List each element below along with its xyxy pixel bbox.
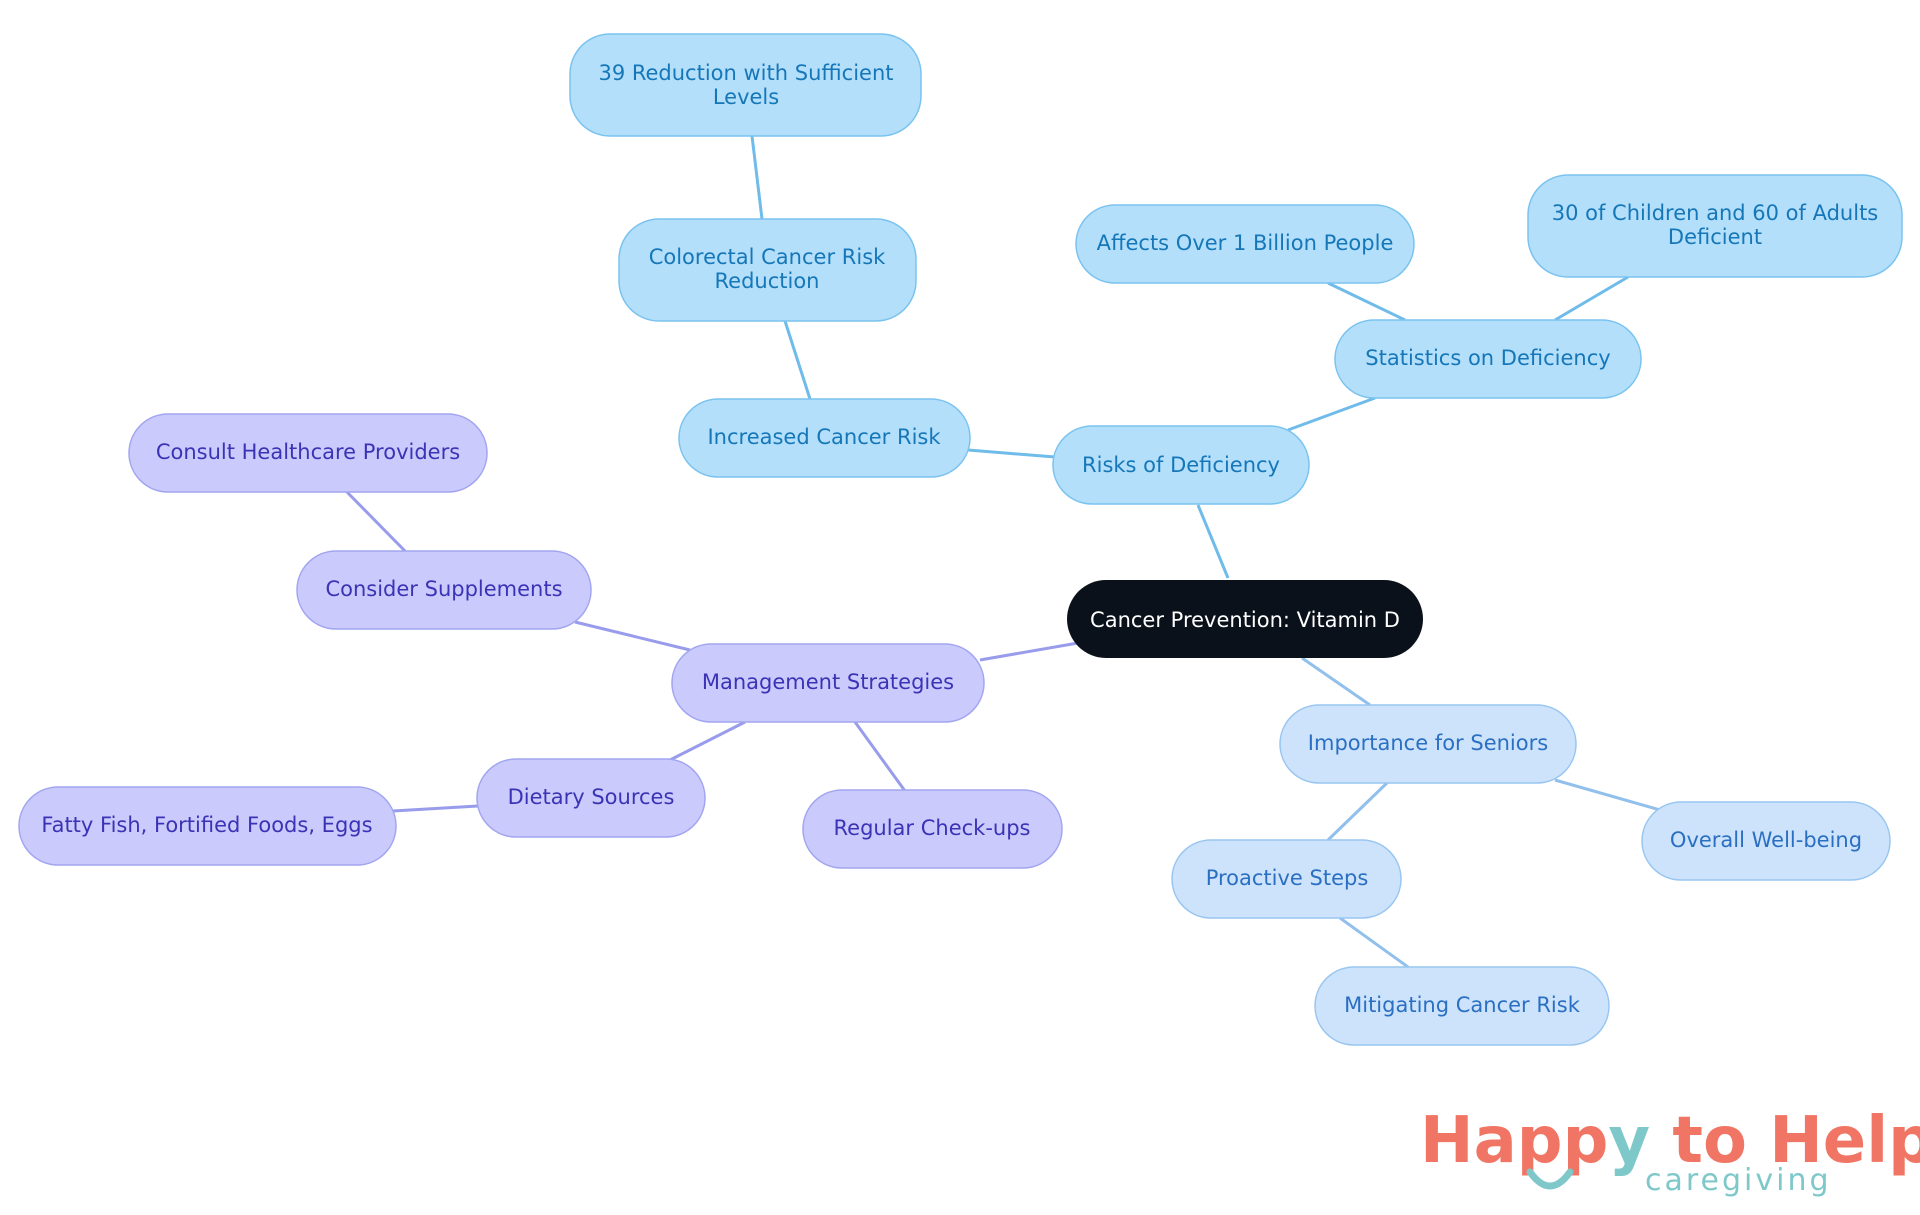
- node-39-reduction-label-line2: Levels: [713, 85, 779, 109]
- node-regular-check-ups[interactable]: Regular Check-ups: [802, 789, 1063, 869]
- node-consider-supplements[interactable]: Consider Supplements: [296, 550, 592, 630]
- node-statistics-label: Statistics on Deficiency: [1365, 346, 1610, 370]
- node-consult-label: Consult Healthcare Providers: [156, 440, 460, 464]
- node-central[interactable]: Cancer Prevention: Vitamin D: [1067, 580, 1423, 658]
- node-consult-healthcare-providers[interactable]: Consult Healthcare Providers: [128, 413, 488, 493]
- node-risks-of-deficiency[interactable]: Risks of Deficiency: [1052, 425, 1310, 505]
- edge-risks-increased: [967, 448, 1056, 459]
- node-colorectal-label-line1: Colorectal Cancer Risk: [649, 245, 886, 269]
- node-statistics-on-deficiency[interactable]: Statistics on Deficiency: [1334, 319, 1642, 399]
- node-importance-seniors-label: Importance for Seniors: [1308, 731, 1548, 755]
- happy-to-help-logo: Happy to Help caregiving: [1420, 1104, 1920, 1198]
- node-foods-label: Fatty Fish, Fortified Foods, Eggs: [41, 813, 372, 837]
- node-supplements-label: Consider Supplements: [325, 577, 562, 601]
- edge-management-checkups: [853, 721, 907, 792]
- edge-risks-statistics: [1287, 396, 1376, 432]
- edge-colorectal-reduction: [750, 135, 764, 220]
- node-mitigating-cancer-risk[interactable]: Mitigating Cancer Risk: [1314, 966, 1610, 1046]
- node-colorectal-cancer-risk-reduction[interactable]: Colorectal Cancer Risk Reduction: [618, 218, 917, 322]
- edge-increased-colorectal: [783, 320, 812, 400]
- edge-proactive-mitigating: [1339, 916, 1409, 969]
- logo-subtitle: caregiving: [1645, 1163, 1832, 1198]
- edge-central-management: [979, 641, 1079, 662]
- node-affects-over-1-billion[interactable]: Affects Over 1 Billion People: [1075, 204, 1415, 284]
- node-39-reduction[interactable]: 39 Reduction with Sufficient Levels: [569, 33, 922, 137]
- node-proactive-label: Proactive Steps: [1206, 866, 1369, 890]
- edge-statistics-children: [1554, 275, 1629, 322]
- edge-central-risks: [1196, 504, 1230, 579]
- logo-title: Happy to Help: [1420, 1104, 1920, 1178]
- node-increased-cancer-risk-label: Increased Cancer Risk: [707, 425, 941, 449]
- edge-seniors-wellbeing: [1554, 778, 1661, 812]
- node-children-adults-label-line1: 30 of Children and 60 of Adults: [1552, 201, 1879, 225]
- edge-statistics-billion: [1327, 281, 1406, 322]
- node-dietary-label: Dietary Sources: [508, 785, 675, 809]
- logo-smile-icon: [1526, 1168, 1574, 1190]
- node-colorectal-label-line2: Reduction: [715, 269, 820, 293]
- edge-central-seniors: [1301, 656, 1371, 707]
- node-children-adults-label-line2: Deficient: [1668, 225, 1762, 249]
- node-overall-well-being[interactable]: Overall Well-being: [1641, 801, 1891, 881]
- edge-dietary-foods: [392, 804, 479, 813]
- edge-management-dietary: [669, 720, 746, 762]
- node-children-adults-deficient[interactable]: 30 of Children and 60 of Adults Deficien…: [1527, 174, 1903, 278]
- node-management-strategies[interactable]: Management Strategies: [671, 643, 985, 723]
- node-central-label: Cancer Prevention: Vitamin D: [1090, 608, 1400, 632]
- node-dietary-sources[interactable]: Dietary Sources: [476, 758, 706, 838]
- node-management-label: Management Strategies: [702, 670, 954, 694]
- node-risks-of-deficiency-label: Risks of Deficiency: [1082, 453, 1280, 477]
- node-mitigating-label: Mitigating Cancer Risk: [1344, 993, 1581, 1017]
- node-importance-for-seniors[interactable]: Importance for Seniors: [1279, 704, 1577, 784]
- node-checkups-label: Regular Check-ups: [834, 816, 1031, 840]
- edges: [343, 135, 1661, 969]
- node-proactive-steps[interactable]: Proactive Steps: [1171, 839, 1402, 919]
- node-increased-cancer-risk[interactable]: Increased Cancer Risk: [678, 398, 971, 478]
- node-39-reduction-label-line1: 39 Reduction with Sufficient: [598, 61, 893, 85]
- edge-seniors-proactive: [1326, 780, 1390, 842]
- edge-management-supplements: [574, 620, 691, 652]
- node-fatty-fish-foods-eggs[interactable]: Fatty Fish, Fortified Foods, Eggs: [18, 786, 397, 866]
- node-wellbeing-label: Overall Well-being: [1670, 828, 1862, 852]
- edge-supplements-consult: [343, 488, 407, 553]
- node-affects-billion-label: Affects Over 1 Billion People: [1097, 231, 1394, 255]
